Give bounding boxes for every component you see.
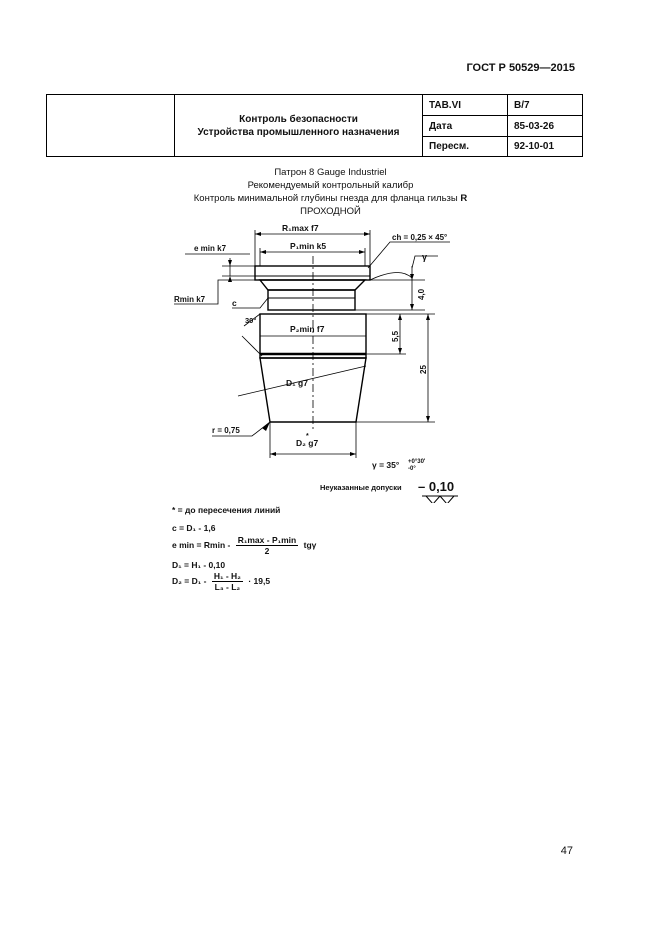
label-emin: e min k7 — [194, 244, 227, 253]
label-tolerance-value: – 0,10 — [418, 479, 454, 494]
label-p1min: P₁min k5 — [290, 241, 326, 251]
formula-emin-left: e min = Rmin - — [172, 539, 231, 550]
formula-d1: D₁ = H₁ - 0,10 — [172, 560, 226, 570]
title-line-2: Устройства промышленного назначения — [197, 126, 400, 138]
title-block: Контроль безопасности Устройства промышл… — [46, 94, 583, 157]
neck-outline — [267, 289, 356, 311]
formula-d2-right: · 19,5 — [248, 575, 271, 586]
label-gamma-tol-up: +0°30' — [408, 459, 426, 465]
formula-emin-den: 2 — [264, 546, 270, 556]
label-d1: D₁ g7 — [286, 378, 308, 388]
title-block-empty-cell — [46, 94, 175, 157]
caption-line-4: ПРОХОДНОЙ — [300, 206, 361, 217]
label-dim-40: 4,0 — [417, 288, 426, 300]
caption-line-1: Патрон 8 Gauge Industriel — [274, 167, 387, 178]
label-gamma-eq: γ = 35° — [372, 460, 400, 470]
label-dim-55: 5,5 — [391, 330, 400, 342]
label-gamma-tol-low: -0° — [408, 466, 416, 472]
label-gamma: γ — [422, 252, 427, 262]
label-rmin: Rmin k7 — [174, 295, 206, 304]
label-r1max: R₁max f7 — [282, 223, 319, 233]
surface-finish-icon — [422, 495, 458, 503]
caption-line-2: Рекомендуемый контрольный калибр — [247, 180, 414, 191]
formula-emin-right: tgγ — [303, 539, 317, 550]
title-block-title: Контроль безопасности Устройства промышл… — [174, 94, 423, 157]
label-d2-star: * — [306, 433, 309, 440]
label-angle-30: 30° — [245, 316, 256, 325]
formula-emin-num: R₁max - P₁min — [235, 535, 299, 546]
formula-c: c = D₁ - 1,6 — [172, 523, 216, 533]
page-number: 47 — [560, 845, 573, 857]
title-block-label: Дата — [422, 115, 508, 137]
caption-line-3: Контроль минимальной глубины гнезда для … — [0, 192, 661, 205]
gauge-drawing: R₁max f7 P₁min k5 ch = 0,25 × 45° e min … — [174, 223, 458, 503]
title-line-1: Контроль безопасности — [239, 113, 358, 125]
label-d2: D₂ g7 — [296, 438, 318, 448]
title-block-value: 92-10-01 — [507, 136, 583, 157]
label-p2min: P₂min f7 — [290, 324, 325, 334]
formula-d2-fraction: H₁ - H₂ L₃ - L₂ — [211, 571, 243, 592]
caption-line-3-text: Контроль минимальной глубины гнезда для … — [193, 193, 458, 204]
label-r075: r = 0,75 — [212, 426, 240, 435]
formula-d2-num: H₁ - H₂ — [211, 571, 243, 582]
title-block-value: 85-03-26 — [507, 115, 583, 137]
formula-d2-left: D₂ = D₁ - — [172, 575, 207, 586]
label-dim-25: 25 — [419, 365, 428, 374]
label-c: c — [232, 298, 237, 308]
formula-d2: D₂ = D₁ - H₁ - H₂ L₃ - L₂ · 19,5 — [172, 571, 270, 592]
flange-outline — [254, 265, 371, 281]
formula-emin: e min = Rmin - R₁max - P₁min 2 tgγ — [172, 535, 316, 556]
formula-d2-den: L₃ - L₂ — [214, 582, 241, 592]
title-block-label: TAB.VI — [422, 94, 508, 116]
label-chamfer: ch = 0,25 × 45° — [392, 233, 447, 242]
caption-line-3-bold: R — [460, 193, 468, 204]
title-block-value: B/7 — [507, 94, 583, 116]
flange-chamfer — [258, 279, 367, 291]
formula-emin-fraction: R₁max - P₁min 2 — [235, 535, 299, 556]
standard-number: ГОСТ Р 50529—2015 — [466, 62, 575, 74]
label-tolerance: Неуказанные допуски — [320, 483, 402, 492]
title-block-label: Пересм. — [422, 136, 508, 157]
formula-note: * = до пересечения линий — [172, 505, 281, 515]
